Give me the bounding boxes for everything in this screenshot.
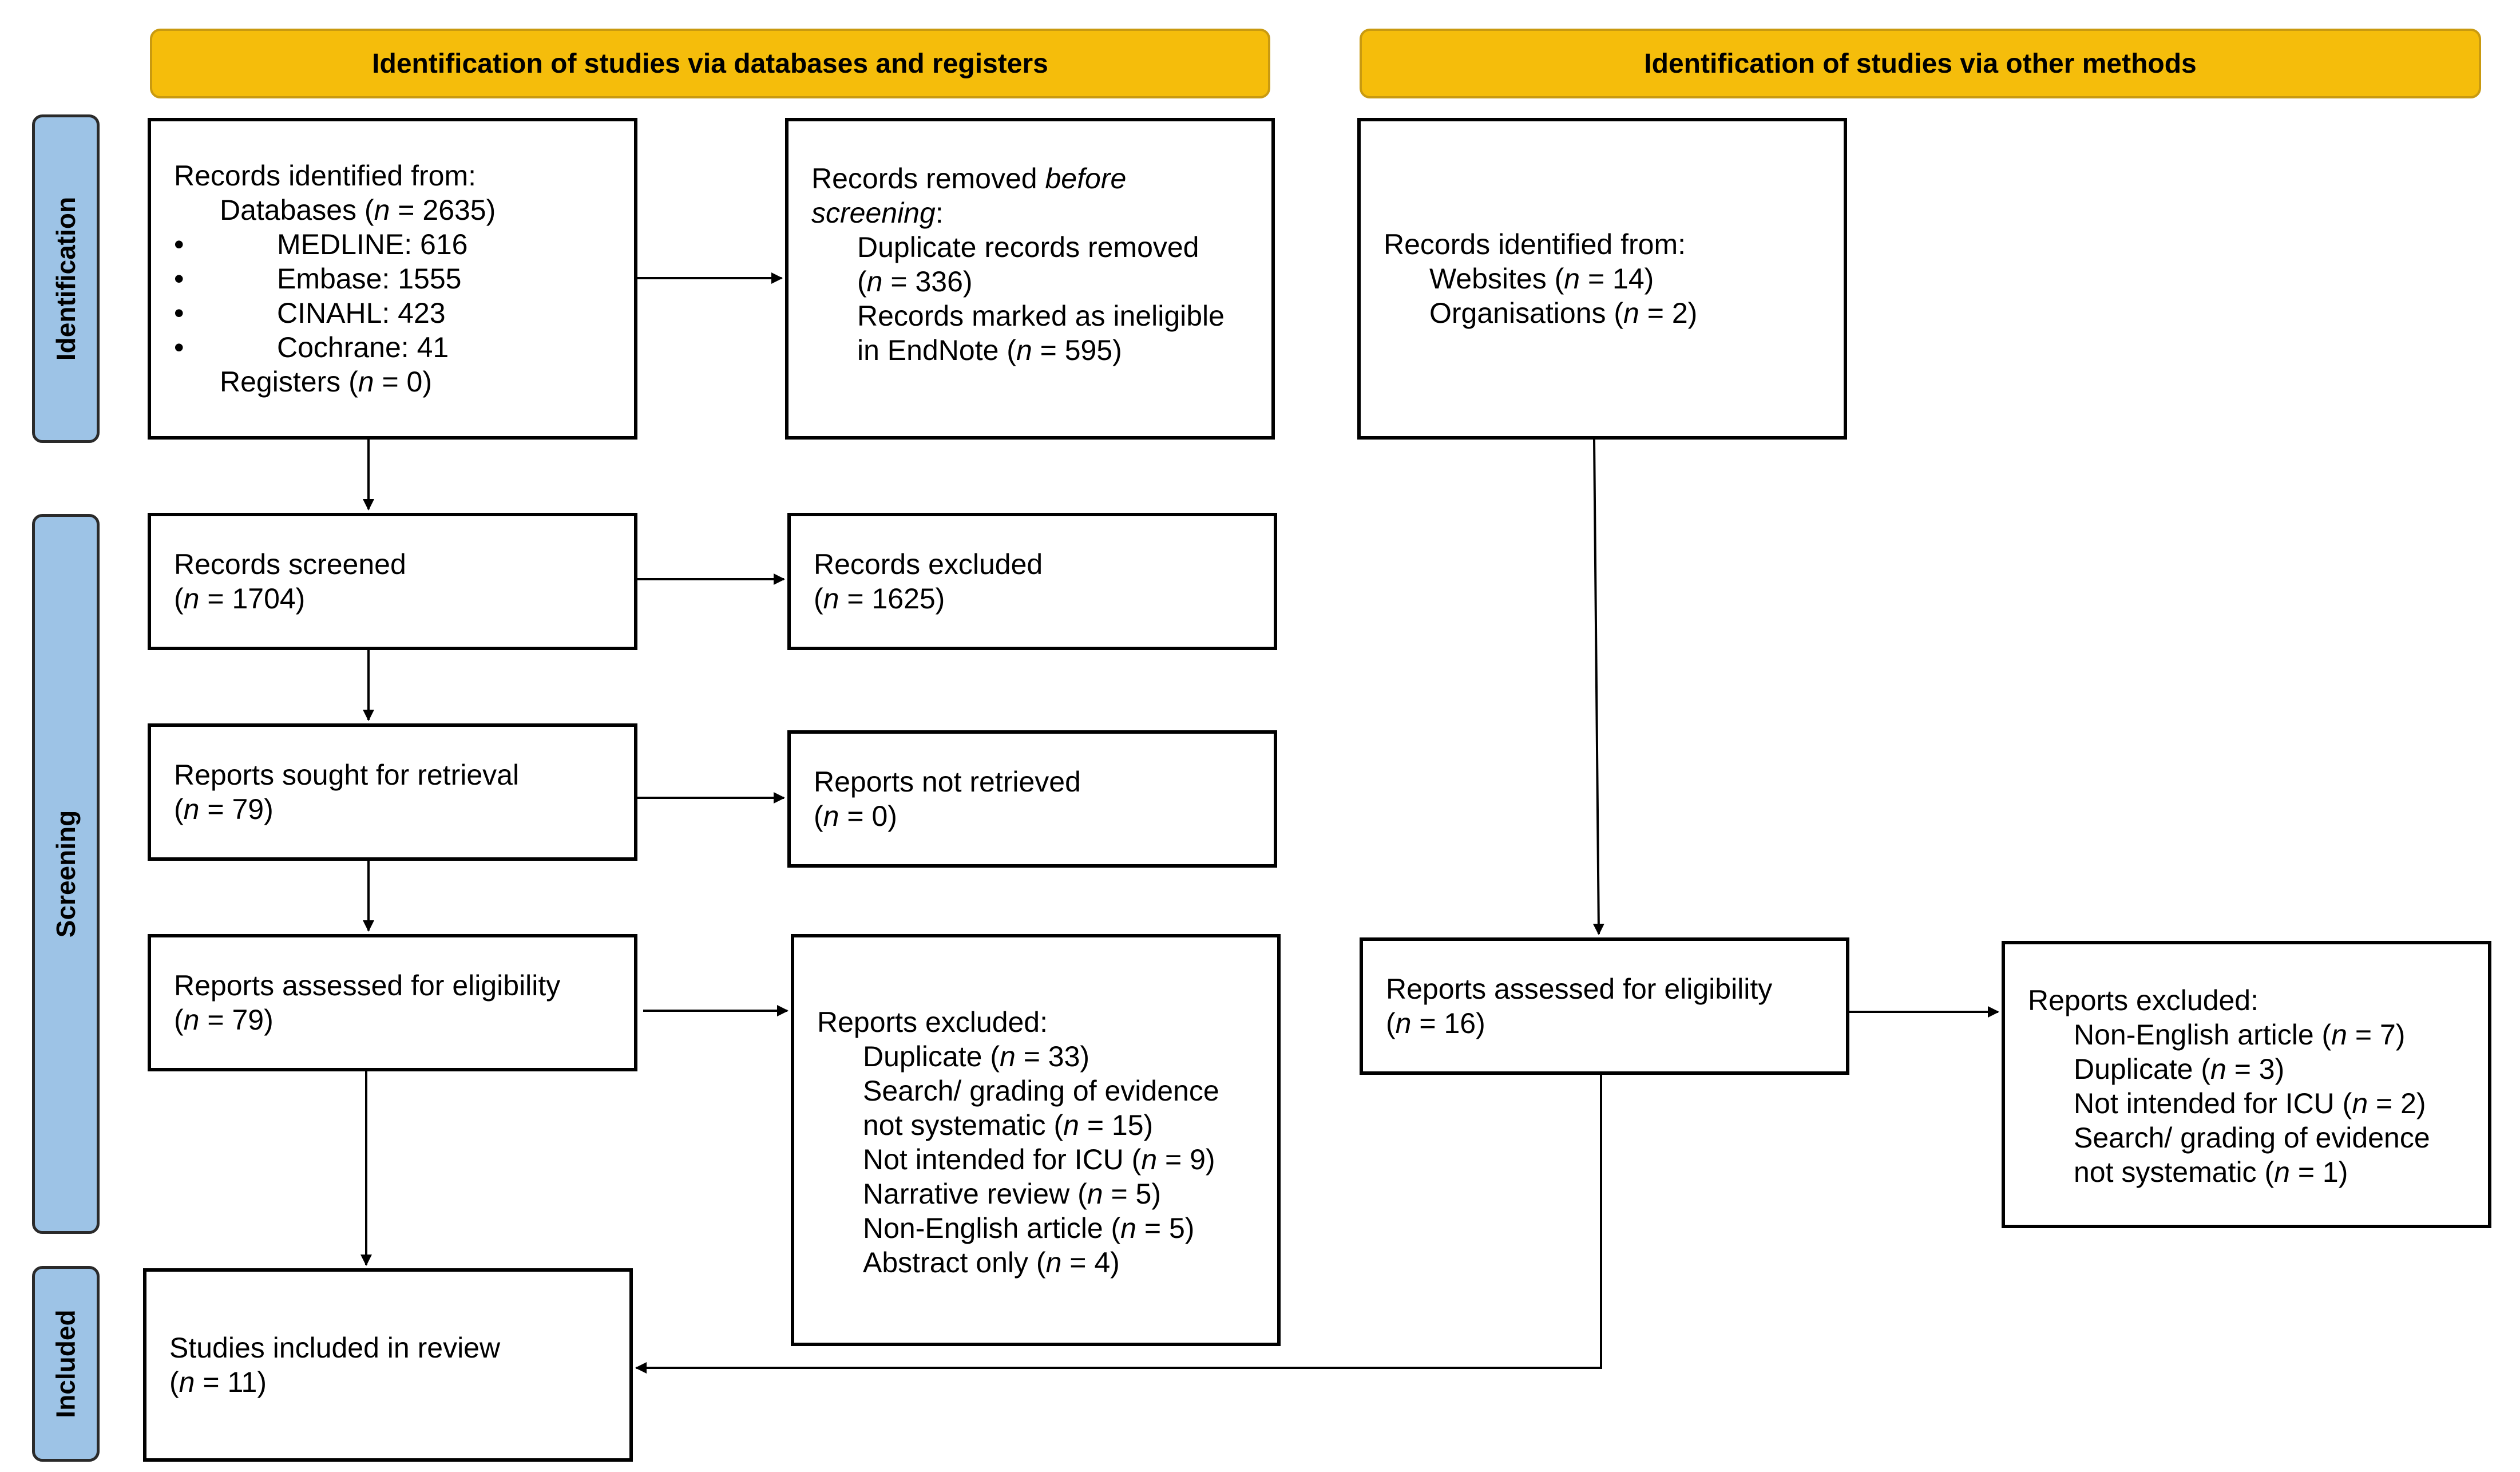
arrow-other-assessed-to-included <box>635 1075 1602 1374</box>
records-identified-title: Records identified from: <box>174 160 477 192</box>
databases-count: Databases (n = 2635) <box>220 194 496 226</box>
reports-excluded-other: Reports excluded: Non-English article (n… <box>2002 941 2491 1228</box>
reports-excluded-db-title: Reports excluded: <box>817 1006 1048 1038</box>
records-excluded-count: (n = 1625) <box>814 583 945 615</box>
records-screened-count: (n = 1704) <box>174 583 306 615</box>
reports-sought-count: (n = 79) <box>174 793 274 825</box>
phase-included: Included <box>32 1266 100 1462</box>
excl-db-narrative: Narrative review (n = 5) <box>863 1178 1162 1210</box>
excl-db-non-english: Non-English article (n = 5) <box>863 1212 1195 1244</box>
reports-not-retrieved: Reports not retrieved (n = 0) <box>787 730 1277 868</box>
reports-sought: Reports sought for retrieval (n = 79) <box>148 723 637 861</box>
ineligible-records: Records marked as ineligible <box>857 300 1225 332</box>
reports-sought-label: Reports sought for retrieval <box>174 759 520 791</box>
excl-db-duplicate: Duplicate (n = 33) <box>863 1040 1090 1073</box>
excl-db-abstract-only: Abstract only (n = 4) <box>863 1247 1120 1279</box>
reports-excluded-other-title: Reports excluded: <box>2028 984 2259 1016</box>
reports-excluded-databases: Reports excluded: Duplicate (n = 33) Sea… <box>791 934 1281 1346</box>
header-databases: Identification of studies via databases … <box>150 29 1270 98</box>
registers-count: Registers (n = 0) <box>220 366 432 398</box>
studies-included: Studies included in review (n = 11) <box>143 1268 633 1462</box>
cochrane-item: •Cochrane: 41 <box>174 331 449 363</box>
removed-title-1: Records removed before <box>811 163 1127 195</box>
excl-db-not-icu: Not intended for ICU (n = 9) <box>863 1143 1215 1176</box>
records-excluded: Records excluded (n = 1625) <box>787 513 1277 650</box>
records-screened-label: Records screened <box>174 548 406 580</box>
reports-assessed-db-label: Reports assessed for eligibility <box>174 970 561 1002</box>
excl-other-non-english: Non-English article (n = 7) <box>2074 1019 2406 1051</box>
excl-other-duplicate: Duplicate (n = 3) <box>2074 1053 2285 1085</box>
embase-item: •Embase: 1555 <box>174 263 462 295</box>
cinahl-item: •CINAHL: 423 <box>174 297 446 329</box>
ineligible-count: in EndNote (n = 595) <box>857 334 1122 366</box>
studies-included-label: Studies included in review <box>169 1332 501 1364</box>
header-other-methods: Identification of studies via other meth… <box>1360 29 2481 98</box>
websites-count: Websites (n = 14) <box>1429 263 1654 295</box>
header-other-label: Identification of studies via other meth… <box>1644 48 2197 79</box>
records-identified-databases: Records identified from: Databases (n = … <box>148 118 637 440</box>
excl-db-not-systematic: not systematic (n = 15) <box>863 1109 1154 1141</box>
studies-included-count: (n = 11) <box>169 1366 267 1398</box>
medline-item: •MEDLINE: 616 <box>174 228 468 260</box>
records-removed-before-screening: Records removed before screening: Duplic… <box>785 118 1275 440</box>
phase-screening: Screening <box>32 514 100 1234</box>
records-excluded-label: Records excluded <box>814 548 1043 580</box>
excl-db-search-grading: Search/ grading of evidence <box>863 1075 1219 1107</box>
records-screened: Records screened (n = 1704) <box>148 513 637 650</box>
records-identified-other: Records identified from: Websites (n = 1… <box>1357 118 1847 440</box>
reports-not-retrieved-label: Reports not retrieved <box>814 766 1081 798</box>
other-identified-title: Records identified from: <box>1384 228 1686 260</box>
arrow-other-identified-to-assessed <box>1592 439 1604 935</box>
phase-identification: Identification <box>32 114 100 443</box>
removed-title-2: screening: <box>811 197 944 229</box>
header-databases-label: Identification of studies via databases … <box>372 48 1048 79</box>
reports-assessed-other-count: (n = 16) <box>1386 1007 1485 1039</box>
reports-assessed-db-count: (n = 79) <box>174 1004 274 1036</box>
excl-other-search-grading: Search/ grading of evidence <box>2074 1122 2430 1154</box>
organisations-count: Organisations (n = 2) <box>1429 297 1698 329</box>
duplicates-removed: Duplicate records removed <box>857 231 1199 263</box>
reports-not-retrieved-count: (n = 0) <box>814 800 897 832</box>
excl-other-not-icu: Not intended for ICU (n = 2) <box>2074 1087 2426 1119</box>
reports-assessed-other-label: Reports assessed for eligibility <box>1386 973 1773 1005</box>
reports-assessed-other: Reports assessed for eligibility (n = 16… <box>1360 937 1849 1075</box>
duplicates-count: (n = 336) <box>857 266 973 298</box>
excl-other-not-systematic: not systematic (n = 1) <box>2074 1156 2348 1188</box>
reports-assessed-databases: Reports assessed for eligibility (n = 79… <box>148 934 637 1071</box>
